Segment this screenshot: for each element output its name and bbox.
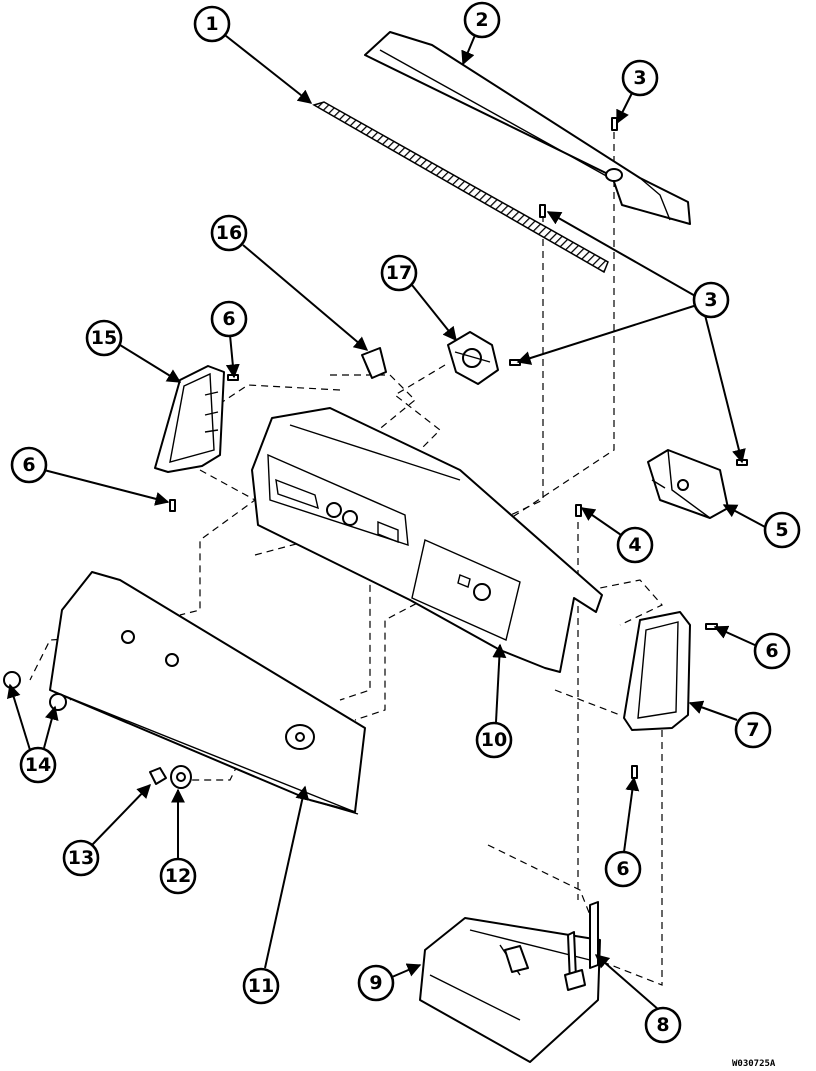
svg-text:11: 11 [248, 975, 274, 997]
part-knob [149, 765, 192, 789]
part-switch [361, 347, 387, 379]
svg-text:10: 10 [481, 729, 507, 751]
callout-11: 11 [242, 967, 280, 1005]
svg-text:6: 6 [616, 858, 629, 880]
svg-text:8: 8 [656, 1014, 669, 1036]
callout-6a: 6 [210, 300, 248, 338]
svg-text:1: 1 [205, 13, 218, 35]
svg-text:6: 6 [765, 640, 778, 662]
callout-3b: 3 [692, 281, 730, 319]
svg-text:14: 14 [25, 754, 51, 776]
svg-text:5: 5 [775, 519, 788, 541]
callout-16: 16 [210, 214, 248, 252]
leader-lines [7, 27, 768, 1011]
callout-3a: 3 [621, 59, 659, 97]
part-selector-switch [447, 331, 499, 385]
part-front-console [49, 571, 366, 815]
svg-text:4: 4 [628, 534, 641, 556]
part-bracket [564, 901, 599, 991]
part-console-panel [251, 407, 603, 673]
callout-2: 2 [463, 1, 501, 39]
svg-text:13: 13 [68, 847, 94, 869]
part-left-end-cap [154, 365, 225, 473]
callout-15: 15 [85, 319, 123, 357]
callout-6b: 6 [10, 446, 48, 484]
callout-4: 4 [616, 526, 654, 564]
svg-text:2: 2 [475, 9, 488, 31]
svg-text:12: 12 [165, 865, 191, 887]
svg-text:6: 6 [22, 454, 35, 476]
svg-text:7: 7 [746, 719, 759, 741]
callout-14: 14 [19, 746, 57, 784]
svg-text:16: 16 [216, 222, 242, 244]
svg-text:17: 17 [386, 262, 412, 284]
part-top-cover-trim [364, 31, 691, 225]
callout-6c: 6 [753, 632, 791, 670]
callout-10: 10 [475, 721, 513, 759]
callout-6d: 6 [604, 850, 642, 888]
part-right-end-cap [623, 611, 691, 731]
svg-text:15: 15 [91, 327, 117, 349]
callout-5: 5 [763, 511, 801, 549]
callout-12: 12 [159, 857, 197, 895]
callout-9: 9 [357, 964, 395, 1002]
svg-text:9: 9 [369, 972, 382, 994]
part-timer [647, 449, 729, 519]
callout-8: 8 [644, 1006, 682, 1044]
svg-text:3: 3 [704, 289, 717, 311]
drawing-code: W030725A [732, 1059, 776, 1069]
callout-1: 1 [193, 5, 231, 43]
part-grille-strip [312, 101, 609, 274]
callout-17: 17 [380, 254, 418, 292]
callout-13: 13 [62, 839, 100, 877]
svg-text:3: 3 [633, 67, 646, 89]
svg-text:6: 6 [222, 308, 235, 330]
callout-7: 7 [734, 711, 772, 749]
